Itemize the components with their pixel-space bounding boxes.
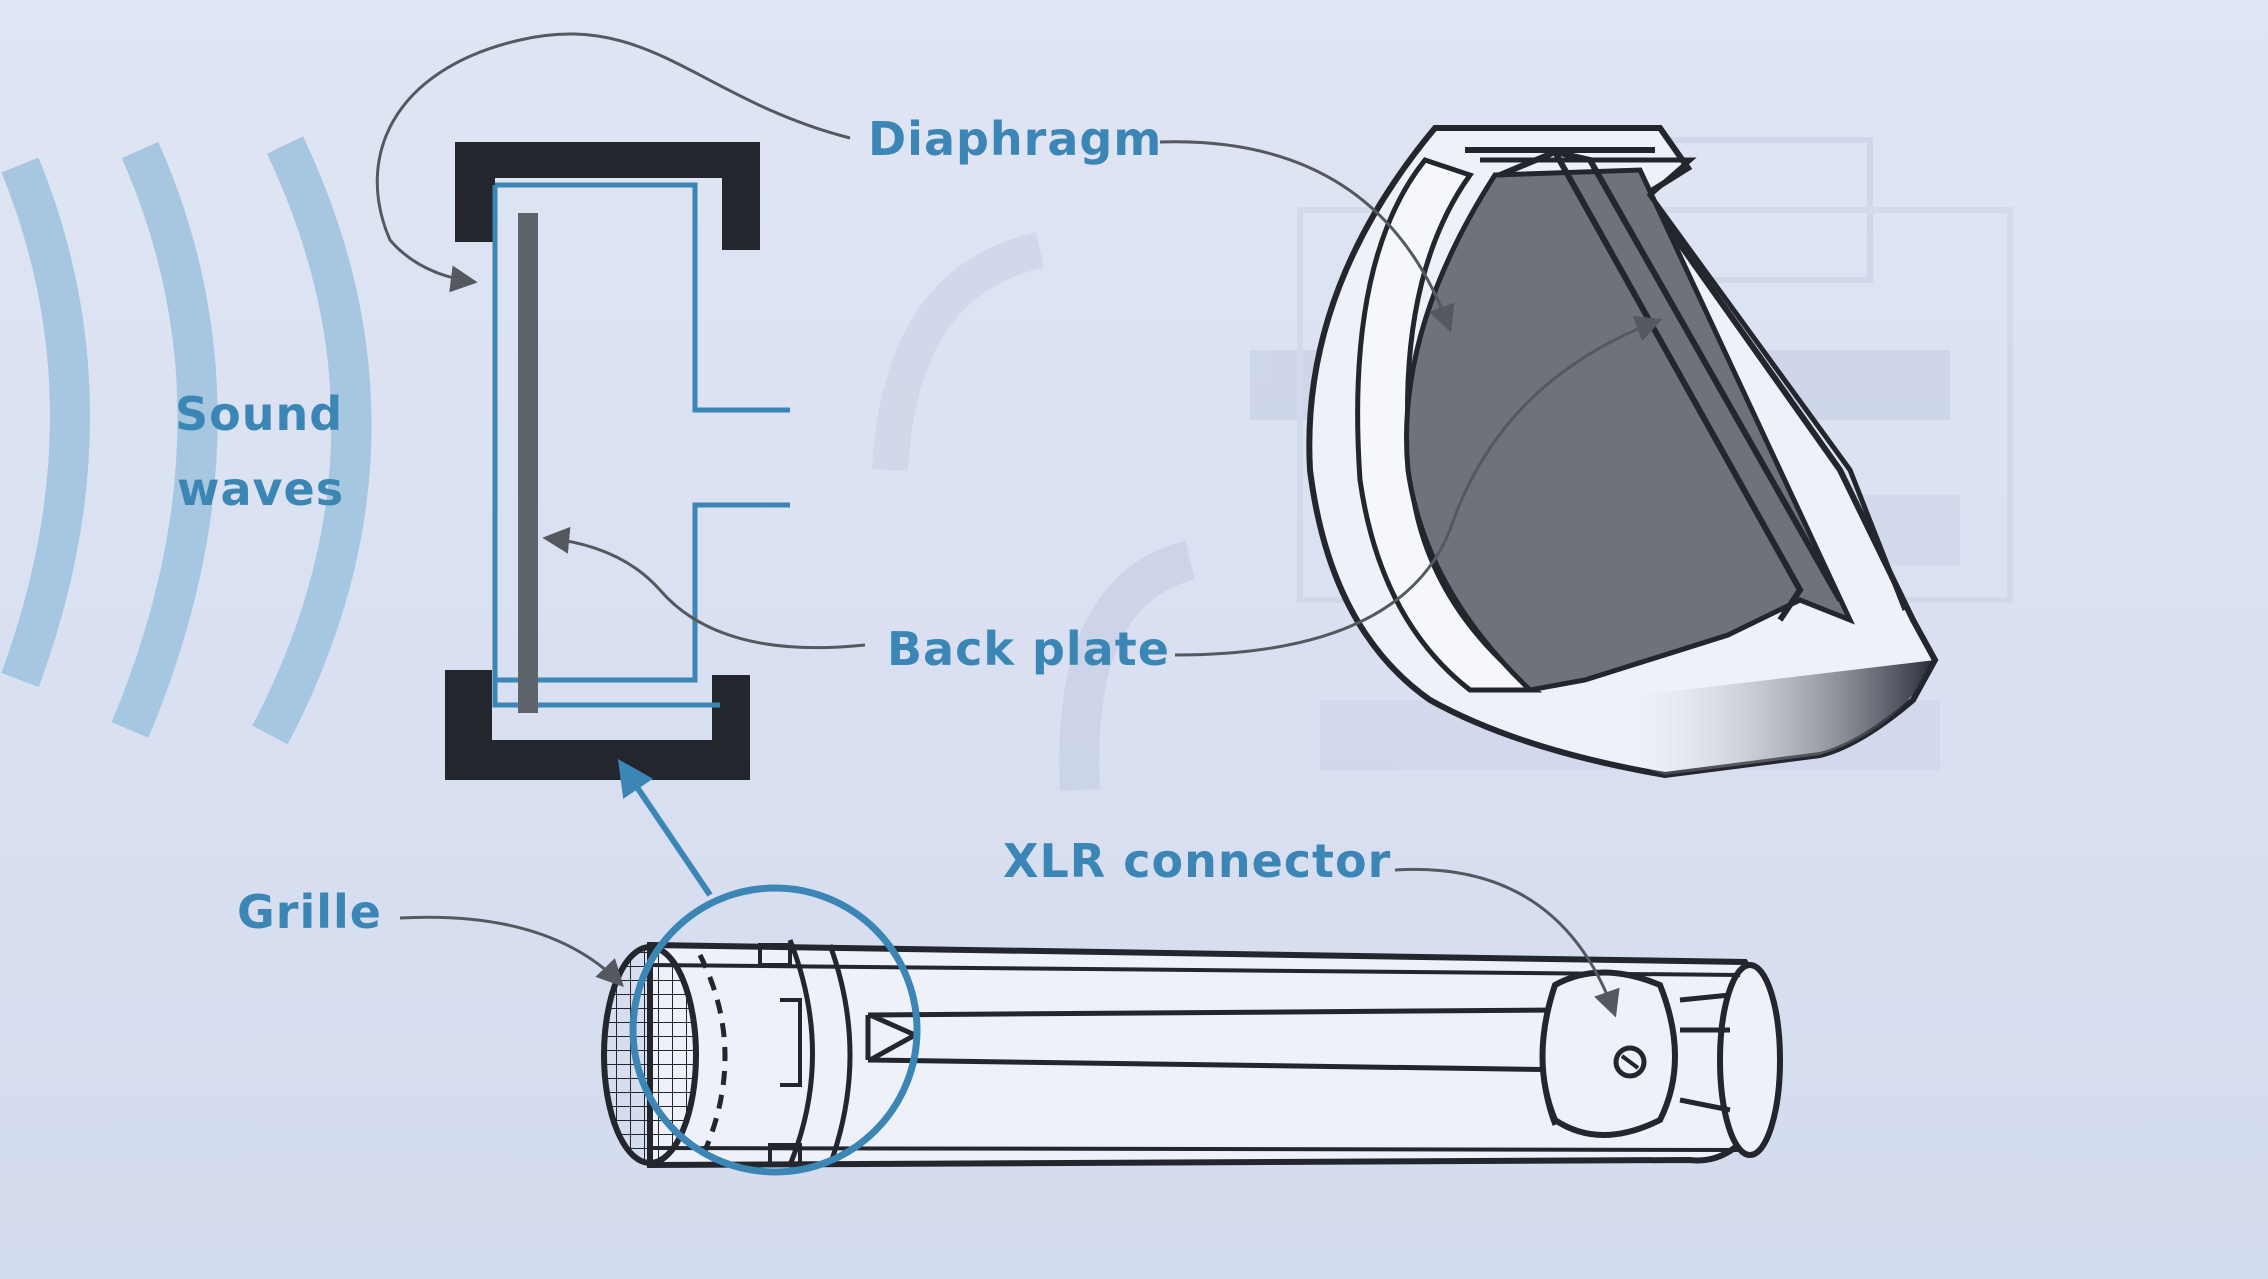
label-back-plate: Back plate (887, 622, 1170, 676)
grille-zoom-circle (629, 884, 921, 1176)
sound-waves (1, 136, 372, 745)
label-xlr-connector: XLR connector (1003, 834, 1391, 888)
leader-lines (375, 32, 1663, 1018)
grille-mesh (601, 944, 699, 1166)
grille-zoom-arrow (617, 759, 713, 897)
label-sound-waves-line2: waves (177, 462, 344, 516)
sound-wave-1 (1, 157, 90, 687)
xlr-leader (1394, 867, 1620, 1018)
grille-band-3 (827, 944, 853, 1166)
sound-wave-2 (111, 141, 218, 738)
xlr-pins (1679, 992, 1731, 1113)
diaphragm-leader-right (1159, 140, 1455, 333)
backplate-leader-left (542, 526, 866, 650)
capsule-housing-top (455, 142, 760, 250)
grille-slots (758, 943, 802, 1167)
cutaway-inner-edge (1480, 157, 1908, 611)
capsule-inner-path (495, 182, 790, 683)
diaphragm-membrane (1404, 167, 1855, 693)
grille-band-2 (787, 939, 815, 1166)
capsule-housing-bottom (445, 670, 750, 780)
capsule-cross-section (445, 142, 790, 780)
xlr-connector-face (1540, 984, 1558, 1126)
back-plate-bar (518, 213, 538, 713)
label-grille: Grille (237, 885, 382, 939)
microphone-body (601, 884, 1783, 1176)
grille-leader (399, 915, 624, 987)
grille-band-1 (697, 953, 728, 1164)
label-sound-waves-line1: Sound (175, 387, 343, 441)
mic-end-cap (1717, 962, 1783, 1158)
backplate-leader-right (1174, 315, 1663, 657)
cutaway-dark-base (1600, 660, 1935, 775)
label-diaphragm: Diaphragm (868, 112, 1162, 166)
mic-internal-rod (865, 1007, 1581, 1073)
diaphragm-leader-left (375, 32, 851, 293)
sound-wave-3 (252, 136, 372, 745)
capsule-cutaway (1306, 125, 1939, 779)
diaphragm-line (492, 185, 720, 708)
